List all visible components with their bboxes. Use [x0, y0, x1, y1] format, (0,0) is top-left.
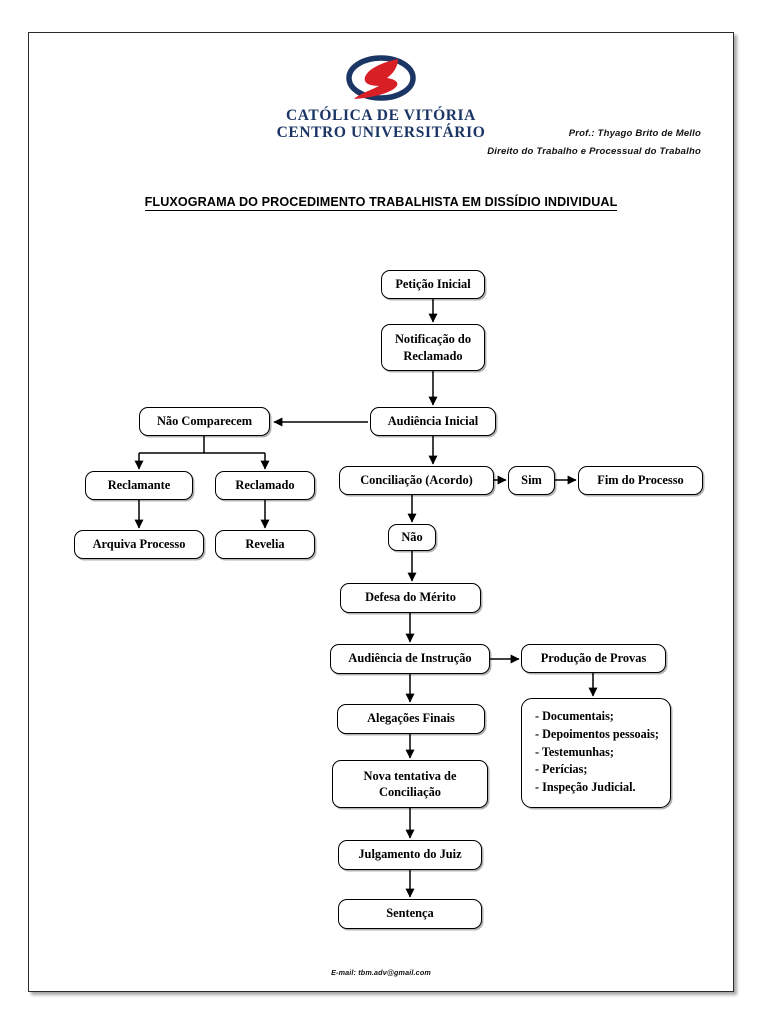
- flow-node-label: Audiência de Instrução: [348, 651, 472, 666]
- flow-node-label: Sentença: [386, 906, 434, 921]
- flow-node-instrucao[interactable]: Audiência de Instrução: [330, 644, 490, 674]
- evidence-list-item: - Depoimentos pessoais;: [535, 726, 659, 741]
- flow-node-peticao[interactable]: Petição Inicial: [381, 270, 485, 299]
- flow-node-sentenca[interactable]: Sentença: [338, 899, 482, 929]
- flow-node-label: Conciliação (Acordo): [360, 472, 473, 487]
- professor-name: Prof.: Thyago Brito de Mello: [568, 128, 701, 139]
- flow-node-label: Audiência Inicial: [387, 413, 479, 428]
- flow-node-revelia[interactable]: Revelia: [215, 530, 315, 559]
- flow-node-label: Reclamado: [235, 477, 295, 492]
- flow-node-label: Revelia: [245, 536, 285, 551]
- flow-node-defesa[interactable]: Defesa do Mérito: [340, 583, 481, 613]
- evidence-list-item: - Inspeção Judicial.: [535, 780, 636, 795]
- flow-node-audiencia[interactable]: Audiência Inicial: [370, 407, 496, 436]
- flow-node-naocomp[interactable]: Não Comparecem: [139, 407, 270, 436]
- document-page: CATÓLICA DE VITÓRIA CENTRO UNIVERSITÁRIO…: [28, 32, 734, 992]
- flow-node-label: Julgamento do Juiz: [358, 847, 462, 862]
- flow-node-reclamado[interactable]: Reclamado: [215, 471, 315, 500]
- professor-info: Prof.: Thyago Brito de Mello Direito do …: [487, 125, 701, 160]
- evidence-list-item: - Perícias;: [535, 762, 588, 777]
- flow-node-label: Não: [401, 529, 423, 544]
- university-line-2: CENTRO UNIVERSITÁRIO: [276, 124, 486, 141]
- flow-node-provas-list[interactable]: - Documentais; - Depoimentos pessoais; - T…: [521, 698, 671, 808]
- evidence-list-item: - Documentais;: [535, 709, 614, 723]
- flow-node-fim[interactable]: Fim do Processo: [578, 466, 703, 495]
- flow-node-label: Fim do Processo: [597, 472, 684, 487]
- flow-node-provas[interactable]: Produção de Provas: [521, 644, 666, 673]
- flow-node-label: Não Comparecem: [156, 413, 253, 428]
- flow-node-label: Sim: [521, 472, 542, 487]
- flow-node-label: Arquiva Processo: [92, 536, 186, 551]
- evidence-list-item: - Testemunhas;: [535, 744, 614, 759]
- flow-node-sim[interactable]: Sim: [508, 466, 555, 495]
- discipline-name: Direito do Trabalho e Processual do Trab…: [487, 145, 701, 157]
- university-line-1: CATÓLICA DE VITÓRIA: [286, 107, 476, 124]
- brand-header: CATÓLICA DE VITÓRIA CENTRO UNIVERSITÁRIO: [29, 53, 733, 142]
- footer-email: E-mail: tbm.adv@gmail.com: [331, 968, 431, 977]
- flow-node-julgamento[interactable]: Julgamento do Juiz: [338, 840, 482, 870]
- flow-node-nao[interactable]: Não: [388, 524, 436, 551]
- flow-node-label: Produção de Provas: [540, 650, 647, 665]
- catolica-vitoria-swoosh-logo: [346, 55, 416, 101]
- page-title-text: FLUXOGRAMA DO PROCEDIMENTO TRABALHISTA E…: [144, 195, 618, 211]
- flow-node-label: Petição Inicial: [395, 276, 471, 291]
- flow-node-conciliacao[interactable]: Conciliação (Acordo): [339, 466, 494, 495]
- flow-node-label: Alegações Finais: [367, 711, 455, 726]
- flow-node-arquiva[interactable]: Arquiva Processo: [74, 530, 204, 559]
- flow-node-alegacoes[interactable]: Alegações Finais: [337, 704, 485, 734]
- page-title: FLUXOGRAMA DO PROCEDIMENTO TRABALHISTA E…: [29, 195, 733, 211]
- flow-node-label: Defesa do Mérito: [365, 590, 456, 605]
- flow-node-label: Reclamante: [107, 477, 171, 492]
- flow-node-reclamante[interactable]: Reclamante: [85, 471, 193, 500]
